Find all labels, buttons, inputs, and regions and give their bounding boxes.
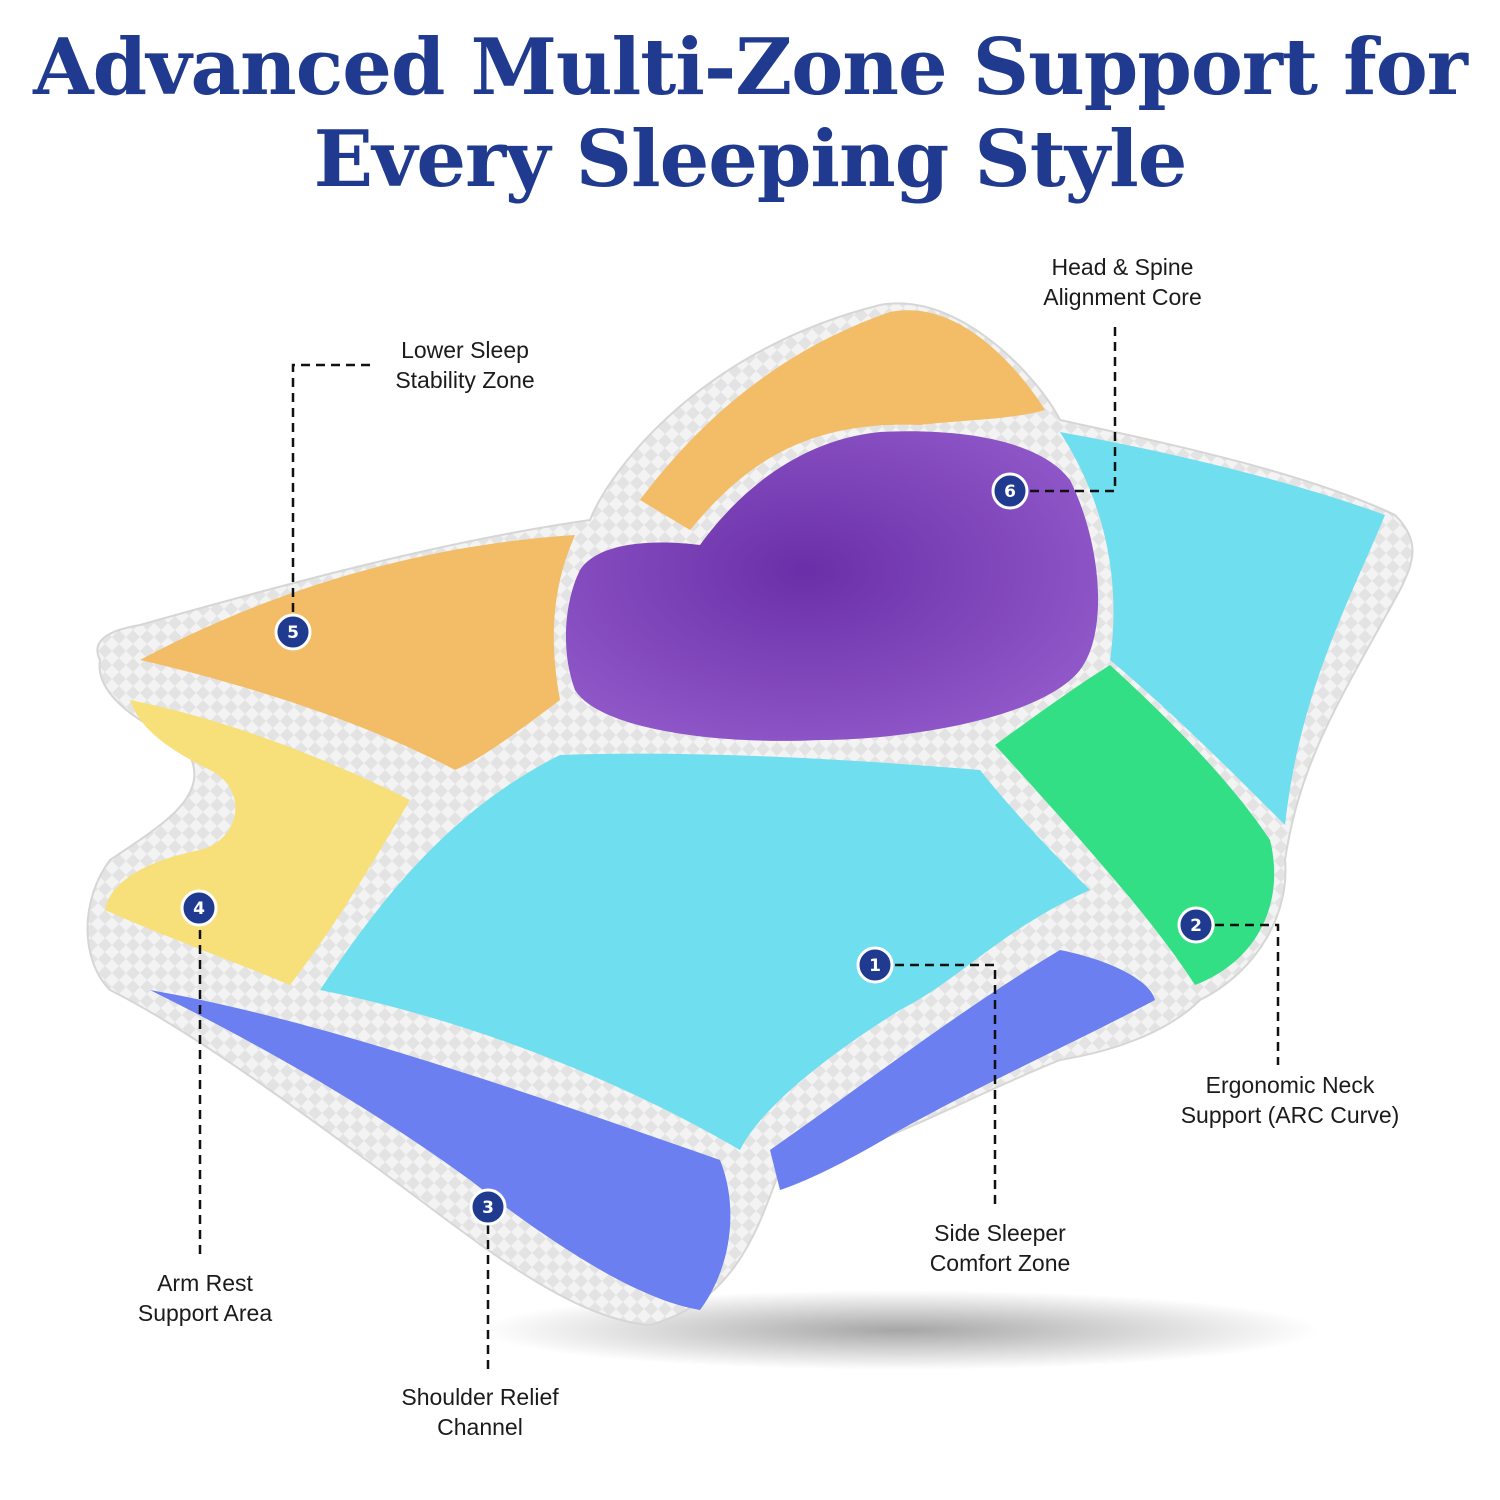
leader-lines [198, 322, 1280, 1375]
svg-text:4: 4 [193, 899, 205, 919]
badge-6: 6 [991, 472, 1029, 510]
zone-orange-upper [640, 310, 1045, 530]
zone-3-blue-right [770, 950, 1155, 1190]
svg-text:2: 2 [1190, 916, 1202, 936]
badge-1: 1 [856, 946, 894, 984]
pillow-shadow [480, 1290, 1320, 1370]
badge-2: 2 [1177, 906, 1215, 944]
svg-text:5: 5 [287, 623, 299, 643]
label-zone-3: Shoulder Relief Channel [401, 1384, 559, 1440]
badge-5: 5 [274, 613, 312, 651]
zone-3-blue [150, 990, 731, 1310]
zone-5-orange [140, 535, 575, 770]
title-line-1: Advanced Multi-Zone Support for [33, 22, 1468, 113]
svg-text:3: 3 [482, 1198, 494, 1218]
zone-4-yellow [105, 700, 410, 985]
zone-1-cyan [320, 753, 1090, 1150]
leader-line-2 [1215, 923, 1280, 1065]
leader-line-1 [895, 963, 997, 1205]
leader-line-5 [291, 363, 372, 612]
label-zone-4: Arm Rest Support Area [137, 1270, 273, 1326]
badge-4: 4 [180, 889, 218, 927]
label-zone-2: Ergonomic Neck Support (ARC Curve) [1180, 1072, 1400, 1128]
svg-text:6: 6 [1004, 482, 1016, 502]
page-title: Advanced Multi-Zone Support for Every Sl… [0, 22, 1500, 206]
label-zone-5: Lower Sleep Stability Zone [395, 337, 535, 393]
label-zone-1: Side Sleeper Comfort Zone [929, 1220, 1071, 1276]
label-zone-6: Head & Spine Alignment Core [1043, 254, 1202, 310]
zone-6-purple [565, 431, 1099, 741]
badge-3: 3 [469, 1188, 507, 1226]
svg-text:1: 1 [869, 956, 881, 976]
zone-cyan-right [1060, 432, 1385, 825]
leader-line-6 [1030, 322, 1117, 493]
title-line-2: Every Sleeping Style [313, 114, 1188, 205]
zone-2-green [995, 665, 1275, 985]
